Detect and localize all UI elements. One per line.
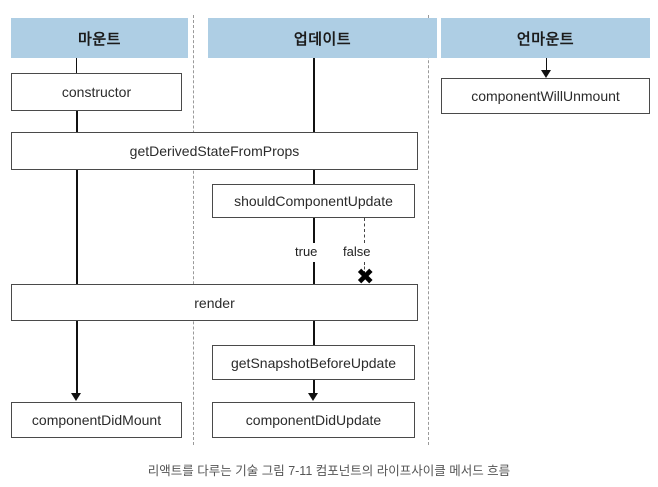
phase-header-mount: 마운트 — [11, 18, 188, 58]
connector-scu-true-upper — [313, 218, 315, 243]
divider-update-unmount — [428, 15, 429, 445]
connector-render-to-gsbu — [313, 321, 315, 345]
node-component-did-update-label: componentDidUpdate — [245, 412, 382, 428]
node-get-derived-state-from-props-label: getDerivedStateFromProps — [129, 143, 300, 159]
connector-scu-false-lower — [364, 262, 365, 274]
connector-gdsfp-to-render-mount — [76, 170, 78, 284]
node-component-did-update[interactable]: componentDidUpdate — [212, 402, 415, 438]
phase-header-unmount-label: 언마운트 — [516, 30, 575, 48]
connector-constructor-to-gdsfp — [76, 111, 78, 132]
connector-unmount-header-to-cwu — [546, 58, 547, 72]
node-constructor-label: constructor — [61, 84, 132, 100]
node-constructor[interactable]: constructor — [11, 73, 182, 111]
node-should-component-update[interactable]: shouldComponentUpdate — [212, 184, 415, 218]
connector-scu-true-lower — [313, 262, 315, 284]
node-get-derived-state-from-props[interactable]: getDerivedStateFromProps — [11, 132, 418, 170]
terminator-x-icon: ✖ — [356, 265, 375, 290]
node-render[interactable]: render — [11, 284, 418, 321]
diagram-caption: 리액트를 다루는 기술 그림 7-11 컴포넌트의 라이프사이클 메서드 흐름 — [147, 464, 511, 478]
connector-render-to-component-did-mount — [76, 321, 78, 394]
phase-header-update: 업데이트 — [208, 18, 437, 58]
node-get-snapshot-before-update-label: getSnapshotBeforeUpdate — [230, 354, 396, 371]
connector-gsbu-to-component-did-update — [313, 380, 315, 394]
arrowhead-component-will-unmount — [541, 70, 551, 78]
branch-label-false: false — [343, 244, 371, 259]
node-component-will-unmount[interactable]: componentWillUnmount — [441, 78, 650, 114]
arrowhead-component-did-mount — [71, 393, 81, 401]
connector-gdsfp-to-scu — [313, 170, 315, 184]
connector-update-header-to-gdsfp — [313, 58, 315, 132]
node-get-snapshot-before-update[interactable]: getSnapshotBeforeUpdate — [212, 345, 415, 380]
branch-label-true: true — [295, 244, 318, 259]
connector-scu-false-upper — [364, 218, 365, 243]
node-render-label: render — [194, 294, 235, 311]
node-component-did-mount-label: componentDidMount — [31, 412, 162, 428]
node-component-did-mount[interactable]: componentDidMount — [11, 402, 182, 438]
connector-mount-header-to-constructor — [76, 58, 77, 73]
node-component-will-unmount-label: componentWillUnmount — [471, 88, 620, 104]
node-should-component-update-label: shouldComponentUpdate — [234, 193, 393, 209]
phase-header-mount-label: 마운트 — [78, 30, 121, 48]
phase-header-unmount: 언마운트 — [441, 18, 650, 58]
phase-header-update-label: 업데이트 — [293, 30, 352, 48]
arrowhead-component-did-update — [308, 393, 318, 401]
divider-mount-update — [193, 15, 194, 445]
